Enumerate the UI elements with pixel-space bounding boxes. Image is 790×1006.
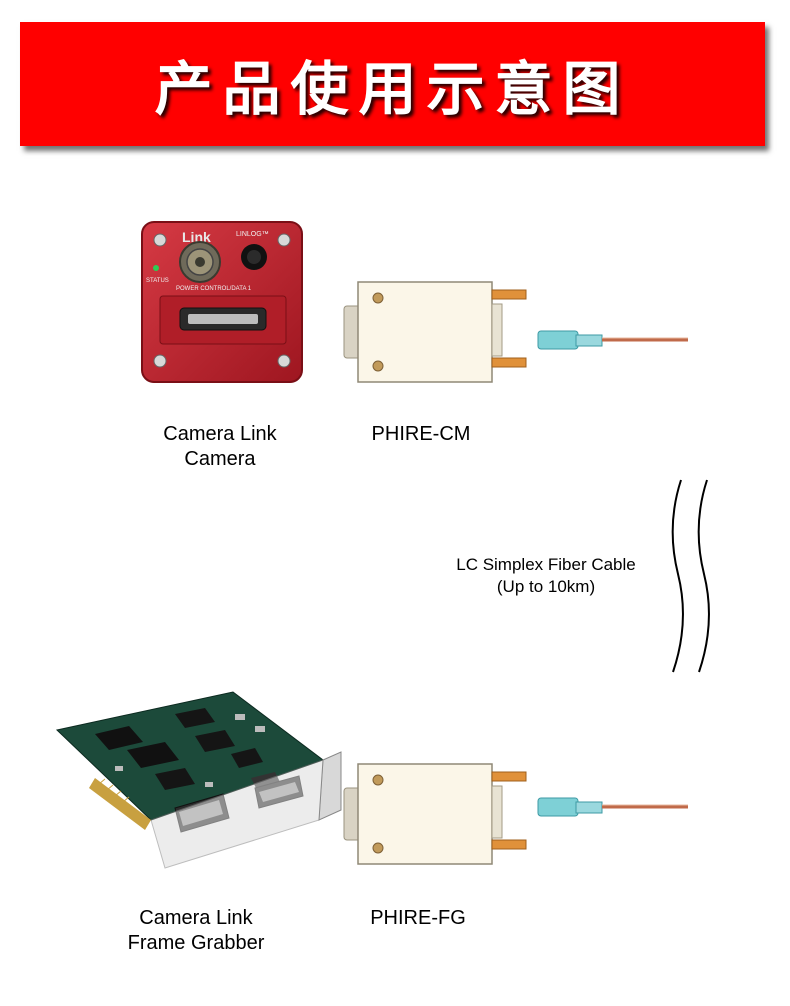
camera-caption: Camera Link Camera: [145, 422, 295, 472]
fiber-caption-line2: (Up to 10km): [496, 577, 596, 596]
fiber-caption-line1: LC Simplex Fiber Cable: [456, 555, 636, 574]
camera-model-label: LINLOG™: [236, 231, 269, 238]
camera-link-camera-image: Link LINLOG™ STATUS POWER CONTROL/DATA 1: [141, 221, 303, 383]
camera-caption-line1: Camera Link: [163, 423, 277, 445]
camera-brand-label: Link: [182, 229, 211, 245]
frame-grabber-caption-line1: Camera Link: [139, 907, 253, 929]
frame-grabber-caption: Camera Link Frame Grabber: [111, 906, 281, 956]
frame-grabber-board-image: [55, 691, 342, 869]
title-banner: 产品使用示意图: [20, 22, 765, 146]
phire-fg-caption: PHIRE-FG: [370, 907, 466, 929]
fiber-cable-break-symbol: [671, 479, 710, 673]
banner-title: 产品使用示意图: [154, 55, 631, 123]
phire-cm-caption: PHIRE-CM: [371, 423, 471, 445]
camera-port-label: POWER CONTROL/DATA 1: [176, 286, 252, 292]
camera-caption-line2: Camera: [184, 448, 256, 470]
phire-cm-module-image: [343, 281, 688, 383]
frame-grabber-caption-line2: Frame Grabber: [127, 932, 265, 954]
camera-status-label: STATUS: [146, 278, 169, 284]
fiber-cable-caption: LC Simplex Fiber Cable (Up to 10km): [430, 554, 662, 598]
phire-fg-module-image: [343, 763, 688, 865]
